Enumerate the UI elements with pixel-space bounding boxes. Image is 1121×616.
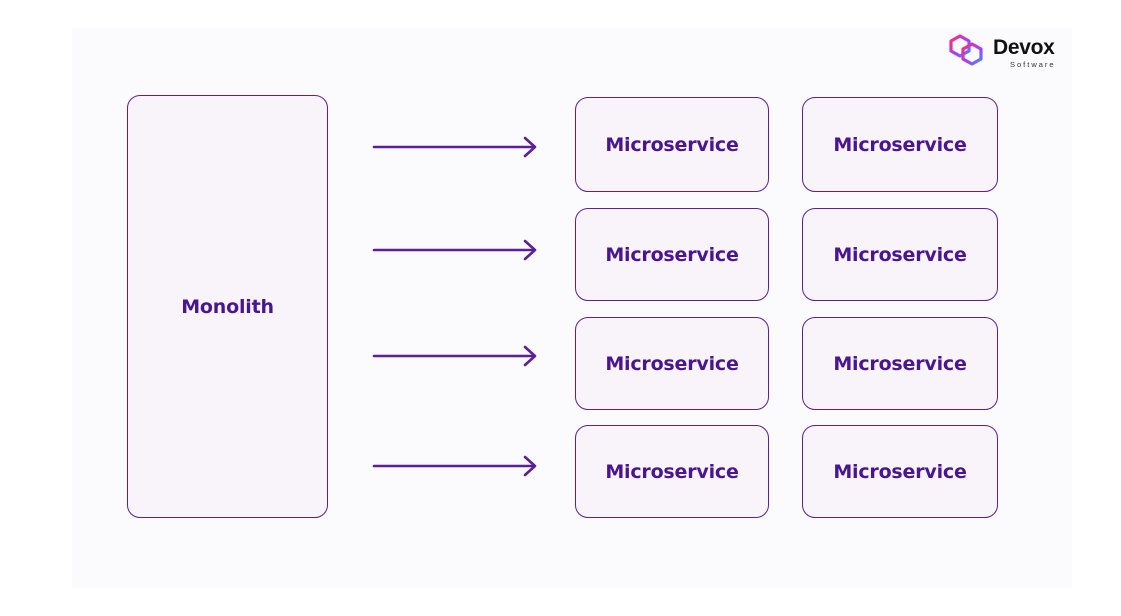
microservice-node: Microservice [802,317,998,410]
microservice-label: Microservice [605,133,739,156]
microservice-label: Microservice [833,133,967,156]
microservice-label: Microservice [605,243,739,266]
microservice-label: Microservice [605,460,739,483]
microservice-label: Microservice [605,352,739,375]
microservice-node: Microservice [802,97,998,192]
brand-subtitle: Software [1010,60,1056,69]
monolith-node: Monolith [127,95,328,518]
microservice-node: Microservice [575,208,769,301]
monolith-label: Monolith [181,295,274,318]
hexagon-chain-icon [949,34,983,66]
microservice-node: Microservice [575,425,769,518]
microservice-node: Microservice [575,97,769,192]
microservice-label: Microservice [833,243,967,266]
microservice-node: Microservice [802,208,998,301]
microservice-label: Microservice [833,460,967,483]
microservice-node: Microservice [575,317,769,410]
devox-logo: Devox Software [948,32,1068,70]
brand-name: Devox [993,36,1055,59]
microservice-node: Microservice [802,425,998,518]
microservice-label: Microservice [833,352,967,375]
